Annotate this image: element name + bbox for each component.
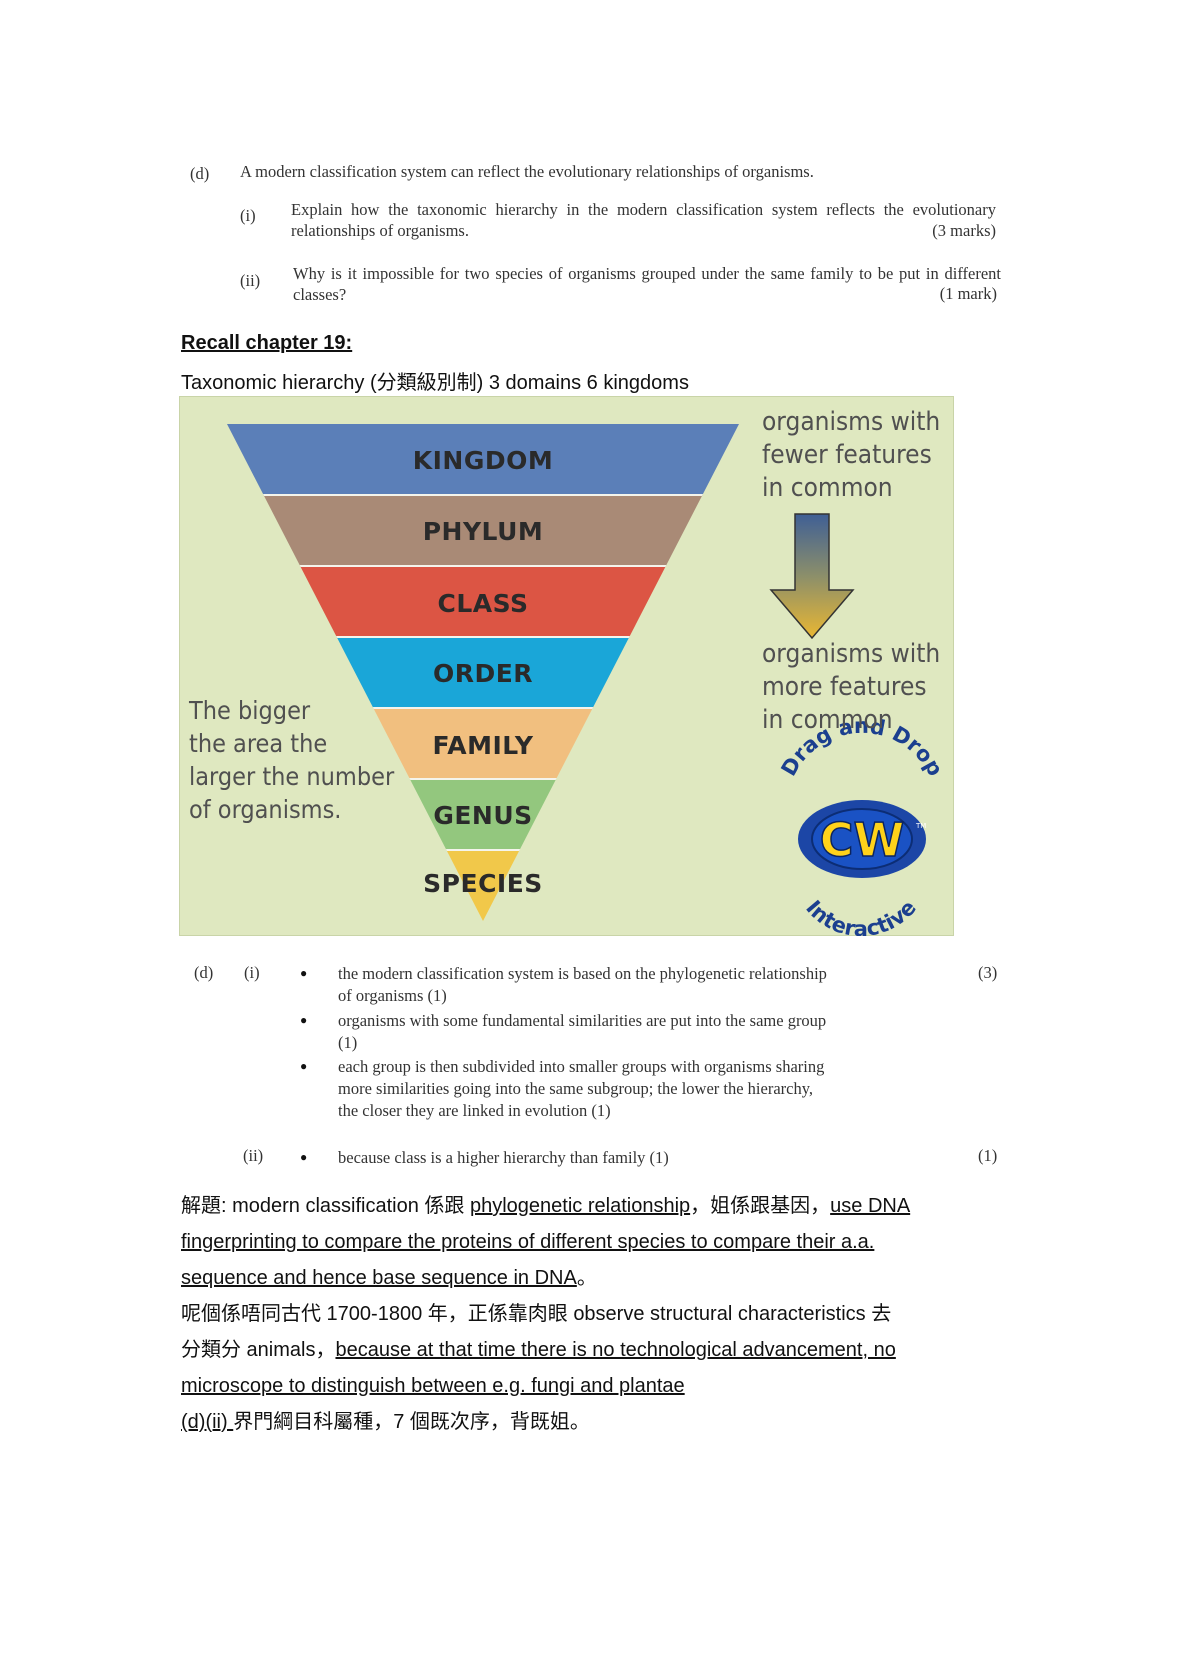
logo-tm: TM	[915, 822, 926, 830]
hierarchy-pyramid: KINGDOM PHYLUM CLASS ORDER FAMILY GENUS …	[227, 424, 948, 936]
question-i-label: (i)	[240, 206, 256, 225]
note-line-3: sequence and hence base sequence in DNA。	[181, 1267, 597, 1289]
more-features-text: organisms with more features in common	[762, 639, 941, 735]
cw-logo: Drag and Drop CW TM Interactive	[777, 714, 948, 936]
answer-i-bullet-1: the modern classification system is base…	[338, 964, 827, 1005]
answer-ii-label: (ii)	[243, 1146, 264, 1165]
level-species-label: SPECIES	[423, 869, 543, 898]
question-d-text: A modern classification system can refle…	[240, 162, 814, 181]
answer-i-bullet-3: each group is then subdivided into small…	[338, 1057, 825, 1120]
answer-i-label: (i)	[244, 963, 260, 982]
answer-ii-bullet: because class is a higher hierarchy than…	[338, 1148, 669, 1167]
recall-heading: Recall chapter 19:	[181, 332, 353, 354]
question-i-marks: (3 marks)	[932, 221, 996, 240]
note-line-5: 分類分 animals，because at that time there i…	[181, 1339, 896, 1361]
area-explanation-text: The bigger the area the larger the numbe…	[189, 696, 395, 824]
note-line-2: fingerprinting to compare the proteins o…	[181, 1231, 875, 1253]
answer-bullet-1: ●	[300, 966, 308, 980]
answer-d-label: (d)	[194, 963, 214, 982]
note-line-1: 解題: modern classification 係跟 phylogeneti…	[181, 1195, 911, 1217]
explanation-notes: 解題: modern classification 係跟 phylogeneti…	[181, 1188, 1081, 1440]
level-kingdom-label: KINGDOM	[413, 446, 554, 475]
logo-center-text: CW	[820, 813, 905, 867]
taxonomic-hierarchy-diagram: KINGDOM PHYLUM CLASS ORDER FAMILY GENUS …	[179, 396, 954, 936]
level-order-label: ORDER	[433, 659, 533, 688]
level-genus-label: GENUS	[433, 801, 532, 830]
note-line-7: (d)(ii) 界門綱目科屬種，7 個既次序，背既姐。	[181, 1411, 590, 1433]
answer-ii-marks: (1)	[978, 1146, 998, 1165]
answer-i-bullet-2: organisms with some fundamental similari…	[338, 1011, 827, 1052]
question-d-label: (d)	[190, 164, 210, 183]
question-i-text: Explain how the taxonomic hierarchy in t…	[291, 200, 996, 240]
question-ii-label: (ii)	[240, 271, 261, 290]
note-line-6: microscope to distinguish between e.g. f…	[181, 1375, 685, 1397]
answer-bullet-2: ●	[300, 1013, 308, 1027]
level-phylum-band	[227, 495, 739, 566]
fewer-features-text: organisms with fewer features in common	[762, 407, 941, 503]
level-class-label: CLASS	[437, 589, 528, 618]
taxonomy-subtitle: Taxonomic hierarchy (分類級別制) 3 domains 6 …	[181, 372, 689, 394]
level-family-label: FAMILY	[433, 731, 534, 760]
question-ii-text: Why is it impossible for two species of …	[293, 264, 1001, 304]
level-kingdom-band	[227, 424, 739, 495]
answer-bullet-3: ●	[300, 1059, 308, 1073]
logo-bottom-text: Interactive	[801, 895, 921, 936]
note-line-4: 呢個係唔同古代 1700-1800 年，正係靠肉眼 observe struct…	[181, 1303, 892, 1325]
level-phylum-label: PHYLUM	[423, 517, 544, 546]
question-ii-marks: (1 mark)	[939, 284, 997, 303]
down-arrow-icon	[769, 513, 855, 640]
answer-i-marks: (3)	[978, 963, 998, 982]
answer-bullet-4: ●	[300, 1150, 308, 1164]
